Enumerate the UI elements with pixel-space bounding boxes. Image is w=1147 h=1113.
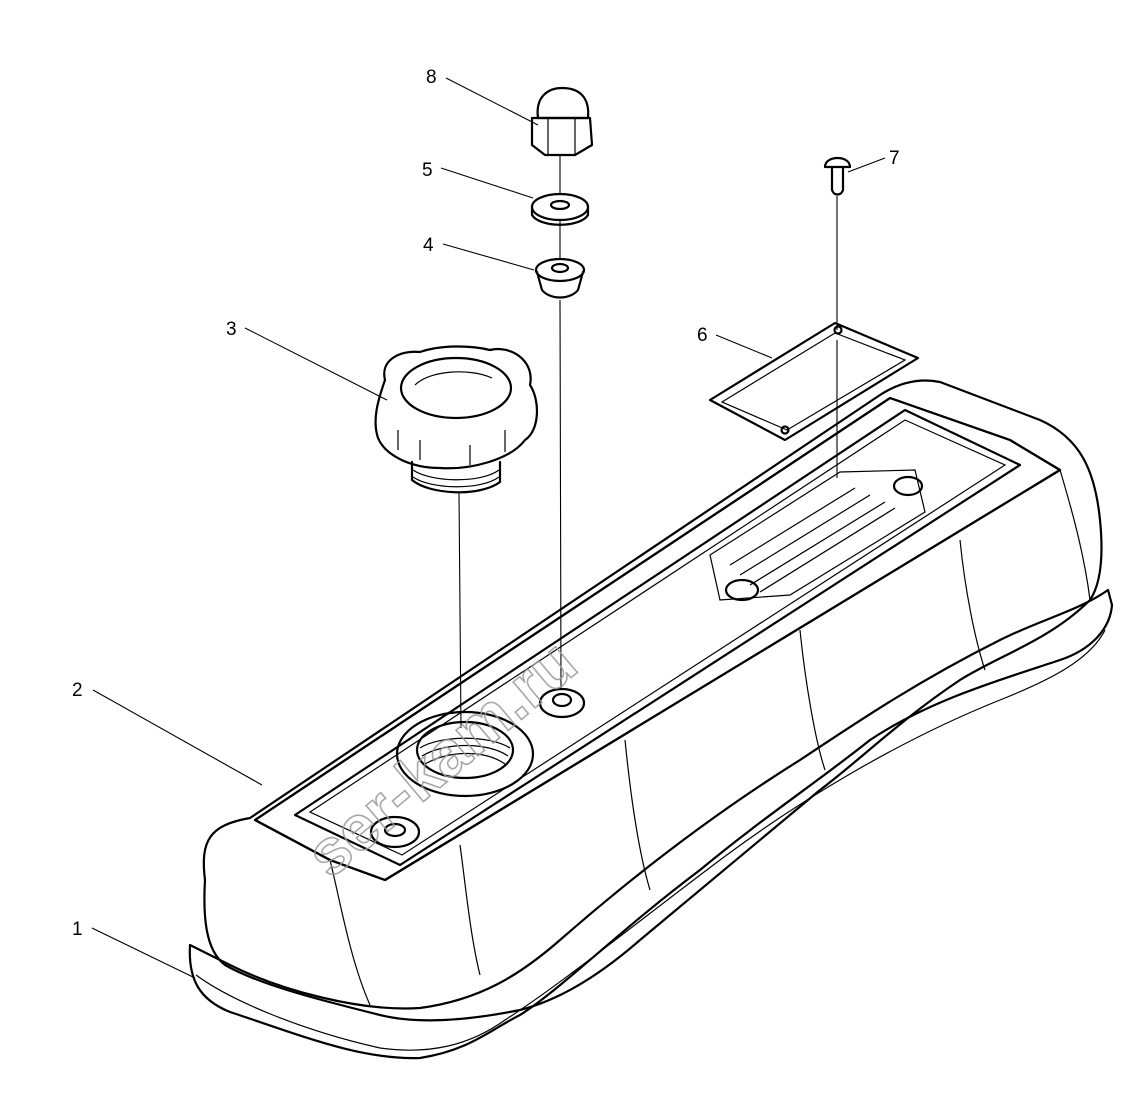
cover-shell bbox=[202, 379, 1103, 1022]
nameplate-border bbox=[720, 332, 907, 431]
cover-top-panel-inner bbox=[308, 419, 1007, 856]
leader-1 bbox=[91, 927, 196, 979]
filler-neck-boss bbox=[395, 710, 535, 798]
cap-top bbox=[399, 356, 513, 420]
assembly-axis-lines bbox=[458, 155, 838, 729]
leader-3 bbox=[244, 327, 388, 401]
screw bbox=[823, 156, 852, 196]
nameplate-hole-1 bbox=[780, 425, 790, 435]
callout-8: 8 bbox=[426, 67, 437, 88]
washer-ring bbox=[530, 192, 590, 222]
nameplate bbox=[708, 321, 920, 442]
callout-7: 7 bbox=[889, 148, 900, 169]
axis-nut-stack bbox=[559, 155, 562, 691]
leader-lines bbox=[91, 77, 886, 979]
cap-nut-flats bbox=[547, 118, 576, 155]
leader-5 bbox=[440, 167, 534, 199]
bushing-top bbox=[534, 257, 586, 283]
cap-grip-ridges bbox=[397, 430, 506, 465]
nameplate-screw-hole-2 bbox=[892, 475, 924, 497]
cover-ribs bbox=[459, 539, 986, 976]
cap-thread-neck bbox=[410, 460, 502, 494]
axis-cap-to-neck bbox=[458, 492, 462, 729]
cover-nameplate-boss bbox=[709, 469, 926, 601]
stud-boss-center bbox=[538, 687, 586, 719]
callout-6: 6 bbox=[697, 325, 708, 346]
cap-top-shine bbox=[414, 371, 493, 386]
leader-8 bbox=[445, 77, 539, 126]
nameplate-hole-2 bbox=[833, 325, 843, 335]
bushing-hole bbox=[550, 262, 570, 274]
leader-6 bbox=[715, 334, 773, 359]
cap-nut bbox=[530, 86, 594, 157]
cover-base-flange bbox=[188, 588, 1114, 1060]
filler-neck-opening bbox=[415, 720, 515, 780]
callout-3: 3 bbox=[226, 319, 237, 340]
watermark: ser-kam.ru bbox=[293, 625, 590, 891]
leader-7 bbox=[847, 157, 886, 173]
leader-2 bbox=[92, 689, 263, 786]
screw-head bbox=[823, 156, 852, 169]
valve-cover-body bbox=[188, 379, 1114, 1060]
screw-shank bbox=[830, 165, 845, 196]
cover-side-edge bbox=[329, 469, 1091, 1006]
cover-nameplate-lines bbox=[729, 487, 896, 593]
leader-4 bbox=[442, 243, 535, 271]
rubber-bushing bbox=[534, 257, 586, 299]
oil-filler-cap bbox=[374, 345, 539, 494]
bushing-body bbox=[535, 270, 585, 299]
stud-boss-center-hole bbox=[551, 692, 573, 708]
callout-5: 5 bbox=[422, 160, 433, 181]
cap-nut-hex bbox=[530, 116, 594, 157]
cap-knob bbox=[374, 345, 539, 470]
filler-neck-thread bbox=[419, 737, 511, 765]
nameplate-plate bbox=[708, 321, 920, 442]
callout-labels: 1 2 3 4 5 6 7 8 bbox=[72, 67, 900, 940]
stud-boss-left-hole bbox=[383, 822, 407, 838]
callout-4: 4 bbox=[423, 235, 434, 256]
washer-hole bbox=[549, 199, 571, 211]
cap-nut-dome bbox=[536, 86, 590, 120]
stud-boss-left bbox=[369, 815, 421, 849]
cap-thread-lines bbox=[412, 469, 500, 488]
callout-2: 2 bbox=[72, 680, 83, 701]
cover-flange-edge bbox=[195, 629, 1106, 1051]
cover-top-panel bbox=[293, 408, 1022, 867]
nameplate-screw-hole-1 bbox=[724, 578, 760, 602]
callout-1: 1 bbox=[72, 919, 83, 940]
